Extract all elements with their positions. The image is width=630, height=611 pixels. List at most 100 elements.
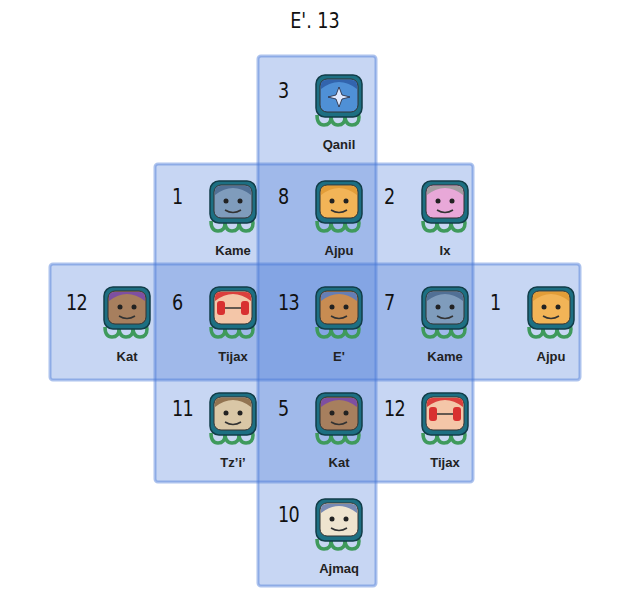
day-name: Kame [215,244,250,258]
day-number: 11 [172,398,193,420]
glyph-eye [330,305,335,310]
day-number: 2 [384,186,394,208]
glyph-eye [330,199,335,204]
day-number: 7 [384,292,394,314]
day-number: 12 [66,292,87,314]
glyph-frame [316,181,362,223]
glyph-mouth [331,210,347,213]
day-number: 10 [278,504,299,526]
day-name: Kat [329,456,350,470]
glyph-face [320,397,358,430]
day-name: Tijax [218,350,247,364]
glyph-face [320,291,358,324]
day-number: 8 [278,186,288,208]
day-glyph [316,499,362,549]
day-name: Ajpu [325,244,354,258]
day-glyph [422,287,468,337]
glyph-mark [225,307,241,309]
glyph-eye [224,199,229,204]
glyph-mouth [119,316,135,319]
day-glyph [104,287,150,337]
glyph-crown [109,292,145,301]
day-number: 5 [278,398,288,420]
day-number: 1 [172,186,182,208]
day-glyph [210,287,256,337]
glyph-eye [224,411,229,416]
glyph-frame [104,287,150,329]
glyph-crown [427,186,463,195]
diagram-title: E'. 13 [63,8,567,33]
day-glyph [316,393,362,443]
glyph-eye [330,411,335,416]
day-number: 6 [172,292,182,314]
glyph-frame [210,393,256,435]
glyph-mark [437,413,453,415]
glyph-frame [422,181,468,223]
glyph-crown [215,292,251,301]
glyph-eye [450,305,455,310]
glyph-star [328,87,350,107]
day-glyph [422,181,468,231]
glyph-eye [542,305,547,310]
day-cell: 10Ajmaq [264,482,370,588]
glyph-mark [217,301,225,315]
day-name: Tijax [430,456,459,470]
glyph-mouth [437,316,453,319]
day-name: Kame [427,350,462,364]
glyph-face [214,291,252,324]
day-name: Qanil [323,138,356,152]
glyph-eye [344,199,349,204]
glyph-layer [104,75,574,549]
glyph-crown [427,292,463,301]
day-glyph [316,287,362,337]
glyph-face [320,185,358,218]
day-cell: 6Tijax [158,270,264,376]
center-square [155,164,473,482]
day-number: 13 [278,292,299,314]
glyph-frame [316,75,362,117]
day-glyph [210,181,256,231]
glyph-face [214,185,252,218]
glyph-crown [533,292,569,301]
glyph-eye [344,411,349,416]
glyph-face [426,185,464,218]
glyph-face [426,291,464,324]
glyph-face [532,291,570,324]
glyph-eye [118,305,123,310]
day-number: 3 [278,80,288,102]
glyph-crown [321,186,357,195]
glyph-face [426,397,464,430]
glyph-mouth [543,316,559,319]
glyph-mark [429,407,437,421]
glyph-mouth [331,422,347,425]
glyph-eye [556,305,561,310]
glyph-frame [316,287,362,329]
day-name: Ajpu [537,350,566,364]
glyph-face [108,291,146,324]
day-cell: 1Ajpu [476,270,582,376]
day-cell: 3Qanil [264,58,370,164]
glyph-eye [436,305,441,310]
glyph-mark [241,301,249,315]
day-name: Ix [440,244,451,258]
day-name: Kat [117,350,138,364]
glyph-frame [422,287,468,329]
glyph-face [214,397,252,430]
glyph-eye [344,517,349,522]
glyph-frame [210,181,256,223]
day-glyph [316,181,362,231]
day-number: 1 [490,292,500,314]
glyph-crown [321,292,357,301]
day-glyph [528,287,574,337]
glyph-mouth [225,210,241,213]
glyph-frame [528,287,574,329]
glyph-eye [238,199,243,204]
glyph-eye [450,199,455,204]
day-cell: 8Ajpu [264,164,370,270]
day-glyph [422,393,468,443]
glyph-face [320,503,358,536]
glyph-mouth [225,422,241,425]
glyph-mouth [437,210,453,213]
day-cell: 1Kame [158,164,264,270]
